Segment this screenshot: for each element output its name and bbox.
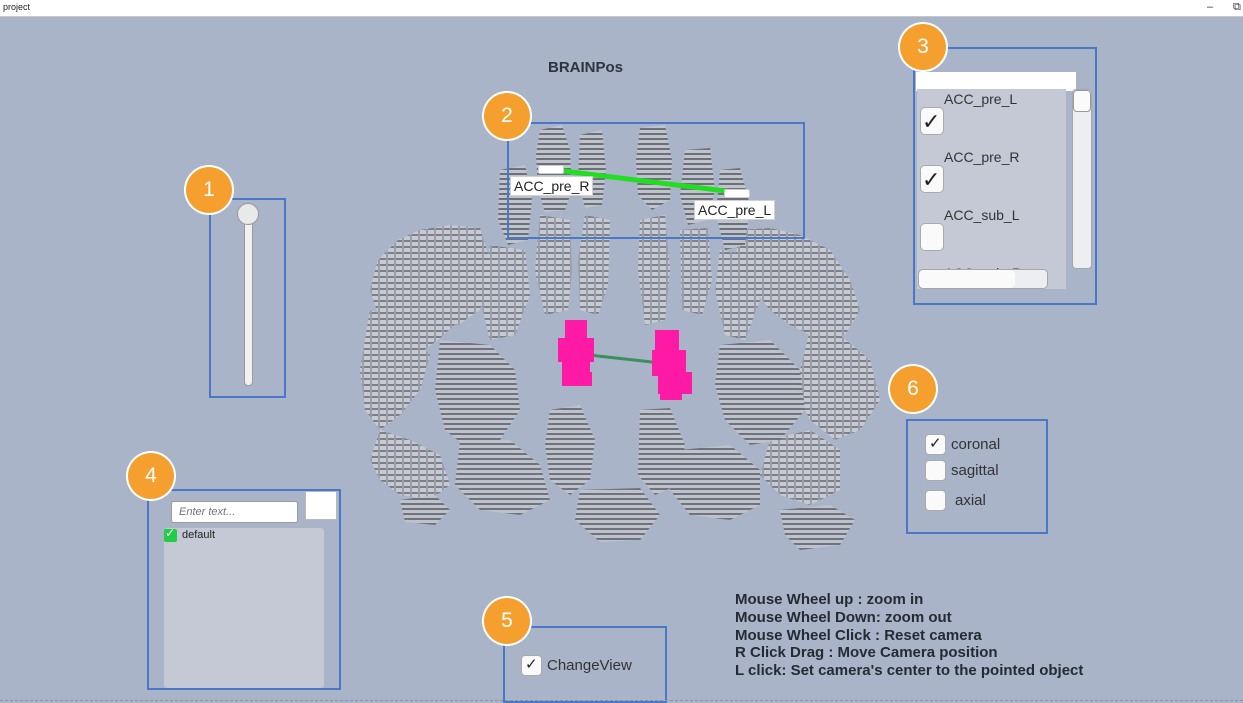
annotation-box-1 — [209, 198, 286, 398]
roi-list-horizontal-scroll-thumb[interactable] — [919, 270, 1015, 288]
check-icon: ✓ — [929, 435, 942, 452]
annotation-box-5 — [503, 626, 667, 703]
instruction-line: Mouse Wheel up : zoom in — [735, 591, 924, 608]
window-titlebar: project – ⧉ — [0, 0, 1243, 17]
marker-3: 3 — [900, 24, 946, 70]
change-view-label: ChangeView — [547, 657, 632, 674]
cortex-lower-region — [400, 340, 855, 550]
minimize-icon[interactable]: – — [1207, 1, 1214, 13]
view-toggle-checkbox[interactable]: ✓ — [925, 434, 946, 455]
group-item-label: default — [182, 529, 216, 541]
cortex-outer-right — [735, 228, 880, 505]
roi-list-vertical-scroll-thumb[interactable] — [1073, 90, 1091, 112]
roi-list-item[interactable]: ACC_pre_L ✓ — [917, 89, 1066, 147]
check-icon: ✓ — [922, 167, 941, 192]
slice-slider-thumb[interactable] — [237, 203, 259, 225]
roi-highlight-right — [652, 330, 692, 400]
help-instructions: Mouse Wheel up : zoom in Mouse Wheel Dow… — [735, 591, 1083, 680]
roi-item-label: ACC_sub_L — [944, 207, 1020, 223]
instruction-line: R Click Drag : Move Camera position — [735, 644, 998, 662]
change-view-checkbox[interactable]: ✓ — [521, 655, 542, 676]
check-icon: ✓ — [525, 656, 538, 673]
roi-list-item[interactable]: ACC_sub_L — [917, 205, 1066, 263]
check-icon: ✓ — [922, 109, 941, 134]
add-group-button[interactable] — [305, 491, 337, 520]
roi-list: ACC_pre_L ✓ ACC_pre_R ✓ ACC_sub_L ACC_su… — [917, 89, 1066, 289]
marker-6: 6 — [890, 366, 936, 412]
cortex-top-gyri — [498, 125, 750, 250]
annotation-box-4 — [147, 489, 341, 690]
roi-highlight-left — [558, 320, 594, 386]
marker-1: 1 — [186, 167, 232, 213]
group-item-checkbox[interactable]: ✓ — [164, 526, 177, 542]
slice-slider-track[interactable] — [244, 212, 253, 386]
window-bottom-edge — [0, 700, 1243, 701]
instruction-line: L click: Set camera's center to the poin… — [735, 662, 1084, 680]
cortex-outer-left — [360, 225, 490, 500]
roi-marker-left[interactable] — [724, 189, 750, 198]
group-name-input[interactable] — [171, 501, 298, 523]
roi-list-vertical-scrollbar[interactable] — [1072, 89, 1092, 269]
app-title: BRAINPos — [548, 59, 624, 76]
annotation-box-2 — [507, 122, 805, 239]
group-list — [164, 528, 324, 688]
restore-icon[interactable]: ⧉ — [1233, 1, 1241, 13]
roi-list-item[interactable]: ACC_pre_R ✓ — [917, 147, 1066, 205]
instruction-line: Mouse Wheel Down: zoom out — [735, 608, 952, 626]
roi-label-acc-pre-l[interactable]: ACC_pre_L — [694, 200, 776, 220]
marker-4: 4 — [128, 453, 174, 499]
cortex-middle-columns — [480, 215, 760, 340]
roi-item-checkbox[interactable]: ✓ — [920, 165, 944, 193]
view-toggle-checkbox[interactable] — [925, 460, 946, 481]
view-toggle-label: axial — [955, 492, 986, 509]
roi-item-label: ACC_pre_R — [944, 149, 1020, 165]
view-toggle-label: coronal — [951, 436, 1001, 453]
annotation-box-6 — [906, 419, 1048, 534]
roi-item-label: ACC_pre_L — [944, 91, 1018, 107]
brain-3d-view[interactable] — [340, 110, 900, 580]
roi-item-checkbox[interactable]: ✓ — [920, 107, 944, 135]
annotation-box-3 — [913, 47, 1097, 305]
view-toggle-label: sagittal — [951, 462, 999, 479]
instruction-line: Mouse Wheel Click : Reset camera — [735, 626, 982, 644]
roi-marker-right[interactable] — [538, 165, 564, 174]
roi-item-checkbox[interactable] — [920, 223, 944, 251]
roi-label-acc-pre-r[interactable]: ACC_pre_R — [510, 176, 594, 196]
marker-5: 5 — [484, 598, 530, 644]
roi-link-line — [554, 167, 743, 196]
roi-search-input[interactable] — [916, 72, 1076, 91]
window-title: project — [3, 2, 31, 12]
check-icon: ✓ — [165, 526, 176, 540]
marker-2: 2 — [484, 93, 530, 139]
view-toggle-checkbox[interactable] — [925, 490, 946, 511]
